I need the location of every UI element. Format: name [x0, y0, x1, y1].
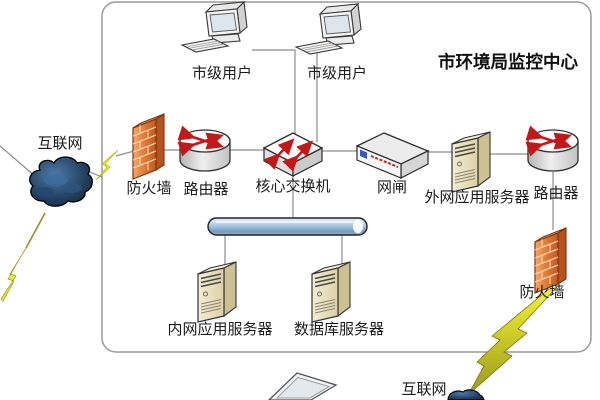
- network-gap-led-panel: [360, 149, 367, 159]
- db-server-label: 数据库服务器: [294, 320, 384, 338]
- router-right-icon: [528, 130, 578, 171]
- lightning-bolt-left-long: [0, 244, 29, 302]
- firewall-right-label: 防火墙: [519, 283, 564, 301]
- lightning-bolt-left-small: [95, 149, 119, 181]
- router-left-icon: [180, 130, 230, 171]
- network-gap-icon: [355, 132, 430, 179]
- user-pc-1-label: 市级用户: [192, 64, 252, 82]
- int-app-server-label: 内网应用服务器: [167, 320, 272, 338]
- core-switch-label: 核心交换机: [255, 177, 330, 195]
- router-left-label: 路由器: [183, 180, 228, 198]
- user-pc-2-label: 市级用户: [307, 64, 367, 82]
- ext-app-server-label: 外网应用服务器: [424, 188, 529, 206]
- network-gap-label: 网闸: [377, 178, 407, 196]
- diagram-title: 市环境局监控中心: [438, 52, 578, 73]
- firewall-left-label: 防火墙: [126, 179, 171, 197]
- laptop-bottom-icon: [268, 372, 338, 400]
- internet-cloud-icon: [29, 156, 93, 207]
- internet-cloud-bottom-icon: [447, 389, 485, 400]
- router-right-label: 路由器: [533, 184, 578, 202]
- internet-bottom-label: 互联网: [401, 380, 446, 398]
- internet-left-label: 互联网: [37, 134, 82, 152]
- bus-bar: [207, 217, 368, 236]
- core-switch-icon: [262, 132, 324, 177]
- lightning-bolts: [0, 149, 558, 396]
- lightning-bolt-right: [467, 287, 558, 396]
